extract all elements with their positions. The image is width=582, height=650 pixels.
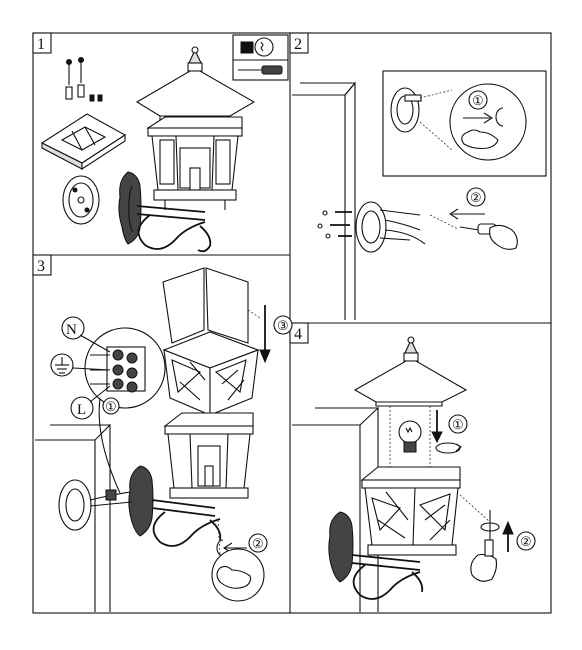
svg-text:1: 1: [37, 36, 45, 53]
earth-ground-icon: [50, 353, 111, 377]
callout-circle: [468, 90, 488, 110]
callout-circle: [448, 414, 468, 434]
light-bulb-icon: [398, 420, 422, 453]
neutral-label: N: [61, 316, 111, 353]
rotate-arrow-icon: [448, 208, 485, 220]
callout-circle: [466, 187, 486, 207]
panel-3: ③ N: [35, 267, 293, 612]
step-2-callout-2: ②: [470, 190, 482, 205]
flat-lantern-panel: [40, 113, 127, 171]
down-arrow: [259, 305, 271, 364]
svg-text:2: 2: [294, 36, 302, 53]
step-2-badge: 2: [289, 32, 309, 54]
step-4-callout-1: ①: [452, 417, 464, 432]
lantern-body: [163, 412, 254, 499]
step-3-callout-1: ①: [105, 399, 117, 414]
svg-text:4: 4: [294, 326, 302, 343]
step-3-badge: 3: [32, 254, 52, 276]
panel-4: ①: [292, 336, 536, 612]
mounting-plate: [62, 175, 100, 225]
cable-wires: [89, 397, 133, 507]
live-callout-text: L: [77, 402, 86, 418]
hand-icon: [216, 565, 252, 589]
neutral-callout-text: N: [66, 322, 77, 338]
wall-block: [292, 406, 379, 612]
hand-icon: [470, 539, 498, 582]
step-1-badge: 1: [32, 32, 52, 54]
down-arrow: [431, 410, 443, 444]
glass-panel-left: [162, 267, 205, 344]
hand-icon: [461, 129, 499, 150]
panel-1: [40, 34, 289, 253]
rotate-arrow-icon: [435, 442, 462, 454]
step-3-callout-3: ③: [277, 318, 289, 333]
screwdriver-icon: [238, 65, 283, 75]
callout-circle: [102, 397, 120, 415]
wall-bracket: [118, 171, 212, 253]
callout-circle: [516, 531, 536, 551]
step-4-callout-2: ②: [520, 534, 532, 549]
up-arrow: [502, 520, 514, 552]
panel-2: ① ②: [292, 70, 547, 320]
rotate-arrow-icon: [463, 107, 504, 127]
leaded-frame: [162, 331, 260, 416]
terminal-block-detail: [84, 327, 166, 409]
lantern-body: [146, 116, 243, 210]
step-4-badge: 4: [289, 322, 309, 344]
cable-wires: [384, 214, 459, 245]
screws-and-dowels: [65, 57, 103, 102]
step-2-callout-1: ①: [472, 93, 484, 108]
screws-and-dowels: [317, 210, 352, 239]
mounting-plate: [58, 479, 92, 531]
svg-text:3: 3: [37, 258, 45, 275]
glass-panel-right: [205, 267, 249, 344]
light-bulb-icon: [240, 37, 274, 57]
wall-bracket: [128, 465, 222, 547]
wall-bracket: [328, 511, 424, 600]
tools-box: [232, 34, 289, 81]
lantern-body: [360, 466, 461, 556]
detail-inset: ①: [382, 70, 547, 177]
step-3-callout-2: ②: [252, 536, 264, 551]
callout-circle: [248, 533, 268, 553]
wall-block: [292, 81, 356, 320]
mounting-plate: [355, 201, 421, 253]
hand-icon: [489, 224, 518, 250]
callout-circle: [273, 315, 293, 335]
lantern-roof: [353, 336, 468, 407]
live-label: L: [70, 385, 111, 420]
